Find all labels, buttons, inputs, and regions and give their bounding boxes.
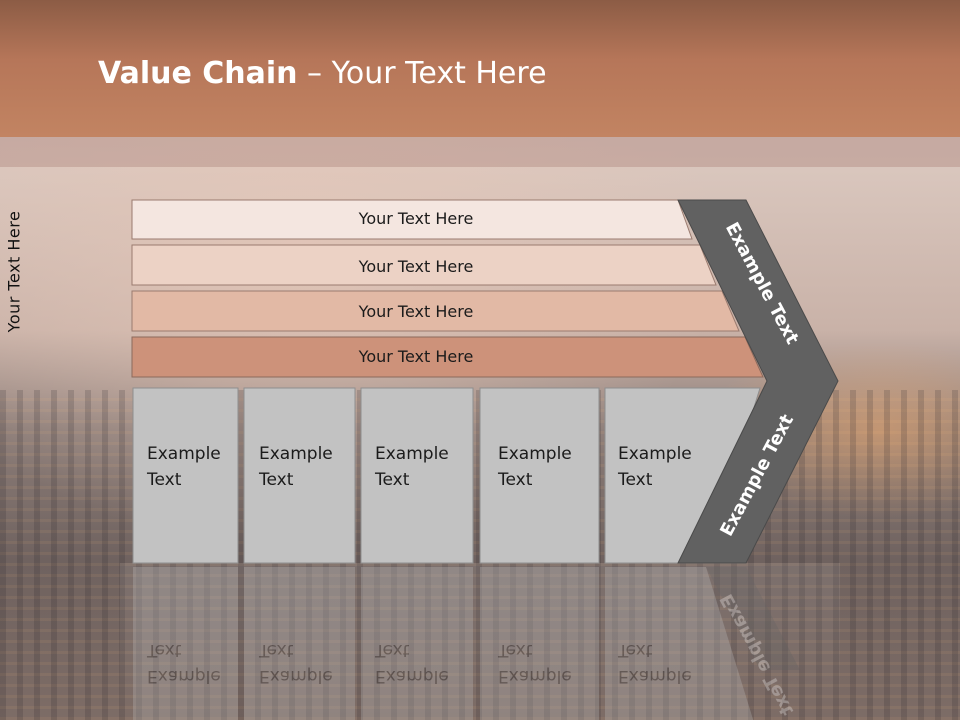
band-1[interactable] [131, 199, 693, 240]
box-4[interactable] [479, 387, 600, 564]
band-1-label: Your Text Here [358, 209, 474, 228]
box-3-line2: Text [374, 470, 410, 490]
box-4-line2: Text [497, 470, 533, 490]
slide-title-rest: – Your Text Here [297, 56, 547, 91]
box-5-line2: Text [617, 470, 653, 490]
box-1-line1: Example [147, 444, 221, 464]
title-bar-strip [0, 137, 960, 167]
slide-title-bold: Value Chain [98, 56, 298, 91]
band-4[interactable] [131, 336, 764, 378]
band-3-label: Your Text Here [358, 302, 474, 321]
title-bar [0, 0, 960, 137]
band-4-label: Your Text Here [358, 347, 474, 366]
band-2[interactable] [131, 244, 717, 286]
band-2-label: Your Text Here [358, 257, 474, 276]
box-2[interactable] [243, 387, 356, 564]
band-group: Your Text Here Your Text Here Your Text … [131, 199, 764, 378]
slide-title: Value Chain – Your Text Here [98, 54, 547, 94]
box-2-line1: Example [259, 444, 333, 464]
box-group: Example Text Example Text Example Text E… [132, 387, 761, 564]
box-5-line1: Example [618, 444, 692, 464]
box-4-line1: Example [498, 444, 572, 464]
box-3[interactable] [360, 387, 474, 564]
box-1-line2: Text [146, 470, 182, 490]
box-2-line2: Text [258, 470, 294, 490]
box-3-line1: Example [375, 444, 449, 464]
box-1[interactable] [132, 387, 239, 564]
band-3[interactable] [131, 290, 740, 332]
reflection-fade [120, 563, 840, 720]
